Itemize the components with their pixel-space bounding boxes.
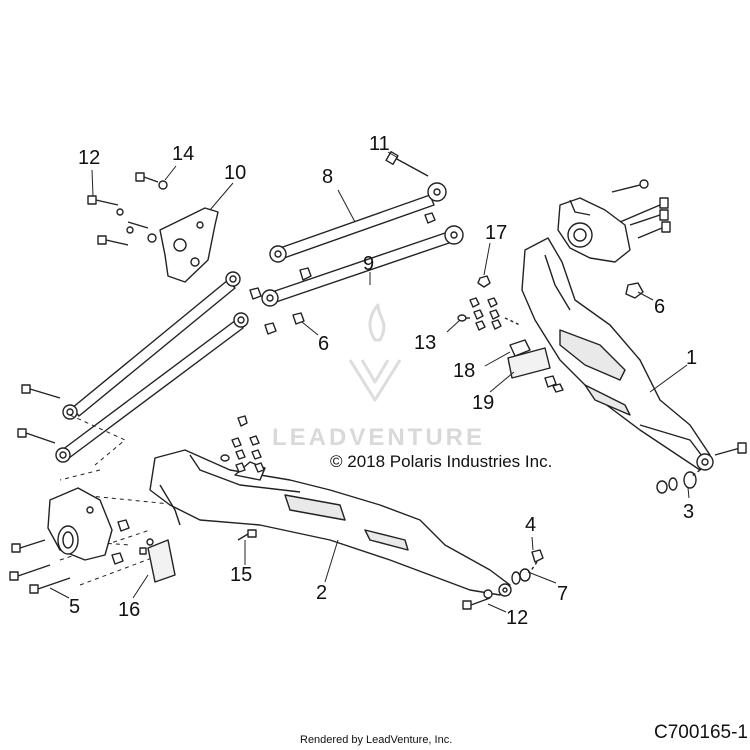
control-link-9	[261, 225, 464, 307]
rendered-by-credit: Rendered by LeadVenture, Inc.	[300, 734, 453, 746]
hardware-4-7	[511, 549, 544, 585]
bolts-5	[9, 519, 130, 594]
copyright-text: © 2018 Polaris Industries Inc.	[330, 452, 553, 471]
control-link-8	[269, 182, 447, 263]
drawing-id: C700165-1	[653, 722, 748, 743]
callout-19: 19	[472, 392, 495, 414]
callout-10: 10	[224, 162, 247, 184]
control-links-left	[17, 271, 249, 463]
bracket-10	[159, 207, 219, 283]
trailing-arm-right	[521, 237, 714, 471]
brake-caliper-right	[557, 197, 631, 263]
trailing-arm-left	[149, 449, 512, 597]
callout-12: 12	[78, 147, 101, 169]
callout-8: 8	[322, 166, 334, 188]
callout-3: 3	[683, 501, 695, 523]
callout-17: 17	[485, 222, 508, 244]
callout-5: 5	[69, 596, 81, 618]
callout-1: 1	[686, 347, 698, 369]
knuckle-left	[47, 487, 113, 561]
callout-6: 6	[654, 296, 666, 318]
watermark-logo	[348, 303, 402, 402]
hardware-cluster-13-17	[457, 275, 521, 331]
bolts-12-14	[87, 172, 168, 246]
bolt-15	[237, 529, 257, 541]
callout-14: 14	[172, 143, 195, 165]
bolt-11	[385, 150, 429, 177]
callout-7: 7	[557, 583, 569, 605]
guard-plate-19	[507, 347, 564, 393]
washer-set-3	[656, 469, 701, 494]
callout-6: 6	[318, 333, 330, 355]
callout-2: 2	[316, 582, 328, 604]
callout-15: 15	[230, 564, 253, 586]
bolt-12-bottom	[462, 589, 493, 610]
bolts-right	[611, 179, 747, 456]
callout-18: 18	[453, 360, 476, 382]
link-nuts	[249, 212, 436, 335]
callout-9: 9	[363, 253, 375, 275]
callout-11: 11	[369, 133, 390, 155]
hardware-cluster-left	[220, 415, 265, 473]
nut-6-right	[625, 282, 644, 299]
callout-4: 4	[525, 514, 537, 536]
plate-16	[139, 538, 176, 583]
callout-16: 16	[118, 599, 141, 621]
watermark-text: LEADVENTURE	[272, 424, 486, 451]
callout-12: 12	[506, 607, 529, 629]
callout-13: 13	[414, 332, 437, 354]
bracket-plate-18	[509, 339, 531, 357]
